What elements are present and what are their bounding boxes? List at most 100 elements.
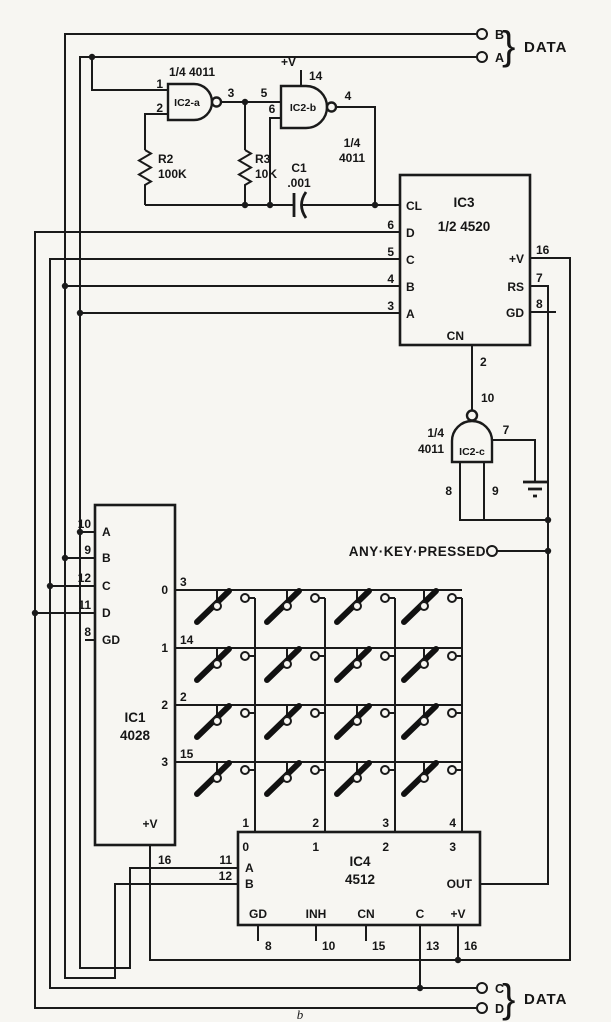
matrix-col-2: 2 — [312, 816, 319, 830]
ic2c-part-1: 1/4 — [427, 426, 444, 440]
ic3-pin7: 7 — [536, 271, 543, 285]
ic4-gd-label: GD — [249, 907, 267, 921]
ic3-in-d: D — [406, 226, 415, 240]
ic4-pin11: 11 — [219, 853, 232, 867]
ic3-pin16: 16 — [536, 243, 550, 257]
key-switch — [197, 705, 255, 737]
r3-ref: R3 — [255, 152, 271, 166]
key-switch — [337, 648, 395, 680]
key-switch — [267, 762, 325, 794]
ic1-in-d: D — [102, 606, 111, 620]
terminal-a-label: A — [495, 51, 504, 65]
junction-dots — [31, 53, 552, 992]
c1-ref: C1 — [291, 161, 307, 175]
key-switch — [404, 648, 462, 680]
key-switch — [197, 648, 255, 680]
ic3-cn-label: CN — [447, 329, 464, 343]
matrix-col-1: 1 — [242, 816, 249, 830]
r3-value: 10K — [255, 167, 277, 181]
key-switch — [337, 762, 395, 794]
key-switch — [267, 705, 325, 737]
key-switch — [337, 590, 395, 622]
ic3-pin3: 3 — [387, 299, 394, 313]
ic4-pin12: 12 — [219, 869, 233, 883]
ic1-pin11: 11 — [78, 598, 91, 612]
terminal-c-label: C — [495, 982, 504, 996]
top-data-label: DATA — [524, 39, 567, 56]
key-switch — [404, 762, 462, 794]
resistor-r2 — [137, 149, 153, 190]
ic3-cl-label: CL — [406, 199, 422, 213]
ic3-body — [398, 173, 532, 347]
ic3-rs-label: RS — [507, 280, 524, 294]
ic4-pin16: 16 — [464, 939, 478, 953]
ic4-top-1: 1 — [312, 840, 319, 854]
any-key-pressed-net: ANY·KEY·PRESSED — [349, 544, 498, 559]
terminal-c — [476, 982, 488, 994]
ic1-pin10: 10 — [78, 517, 92, 531]
ic4-pin10: 10 — [322, 939, 336, 953]
ic1-pin16: 16 — [158, 853, 172, 867]
ic4-in-a: A — [245, 861, 254, 875]
any-key-terminal — [486, 545, 498, 557]
key-switch — [267, 648, 325, 680]
ic2a-part: 1/4 4011 — [169, 65, 215, 79]
ic1-decoder: A 10 B 9 C 12 D 11 GD 8 0 3 1 14 2 2 3 1… — [78, 503, 194, 867]
ic2b-vdd-label: +V — [281, 55, 296, 69]
key-switch — [404, 590, 462, 622]
ic1-out-2: 2 — [161, 698, 168, 712]
ic4-cn-label: CN — [357, 907, 374, 921]
ic1-in-c: C — [102, 579, 111, 593]
ic4-ref: IC4 — [349, 854, 371, 869]
bottom-data-label: DATA — [524, 991, 567, 1008]
terminal-b — [476, 28, 488, 40]
r2-value: 100K — [158, 167, 187, 181]
ic2a-pin2: 2 — [156, 101, 163, 115]
ic4-c-label: C — [416, 907, 425, 921]
ic4-top-2: 2 — [382, 840, 389, 854]
ic2a-label: IC2-a — [174, 97, 200, 109]
ic1-pin12: 12 — [78, 571, 92, 585]
ic2c-label: IC2-c — [459, 446, 485, 458]
ic3-pin2: 2 — [480, 355, 487, 369]
ic2c-bubble-icon — [465, 409, 479, 422]
matrix-col-3: 3 — [382, 816, 389, 830]
terminal-a — [476, 51, 488, 63]
ic2b-label: IC2-b — [290, 102, 316, 114]
ic1-pin15: 15 — [180, 747, 194, 761]
key-switch — [197, 762, 255, 794]
ic1-out-1: 1 — [161, 641, 168, 655]
ic4-pin13: 13 — [426, 939, 440, 953]
ic2b-pin5: 5 — [261, 86, 268, 100]
ic3-pin4: 4 — [387, 272, 394, 286]
ic2c-pin7: 7 — [503, 423, 510, 437]
resistor-r3 — [237, 149, 253, 190]
ic4-inh-label: INH — [306, 907, 327, 921]
ic4-top-3: 3 — [449, 840, 456, 854]
ic3-pin8: 8 — [536, 297, 543, 311]
top-brace: } — [502, 24, 515, 68]
bottom-brace: } — [502, 977, 515, 1021]
ic3-in-c: C — [406, 253, 415, 267]
bottom-data-connector: C D } DATA — [476, 977, 567, 1021]
ic2b-part-1: 1/4 — [344, 136, 361, 150]
key-matrix: 1 2 3 4 — [197, 590, 462, 830]
ic3-part: 1/2 4520 — [438, 219, 491, 234]
ic1-pin14: 14 — [180, 633, 194, 647]
ic1-gd-label: GD — [102, 633, 120, 647]
ic1-ref: IC1 — [124, 710, 146, 725]
r2-ref: R2 — [158, 152, 174, 166]
ic2b-part-2: 4011 — [339, 151, 365, 165]
ic4-top-0: 0 — [242, 840, 249, 854]
ic2b-pin4: 4 — [345, 89, 352, 103]
ic2c-part-2: 4011 — [418, 442, 444, 456]
top-data-connector: B A } DATA — [476, 24, 567, 68]
key-switch — [267, 590, 325, 622]
ic1-pin2: 2 — [180, 690, 187, 704]
terminal-d-label: D — [495, 1002, 504, 1016]
ic3-in-a: A — [406, 307, 415, 321]
ic3-vdd-label: +V — [509, 252, 524, 266]
figure-note: b — [297, 1007, 304, 1022]
ic1-out-0: 0 — [161, 583, 168, 597]
